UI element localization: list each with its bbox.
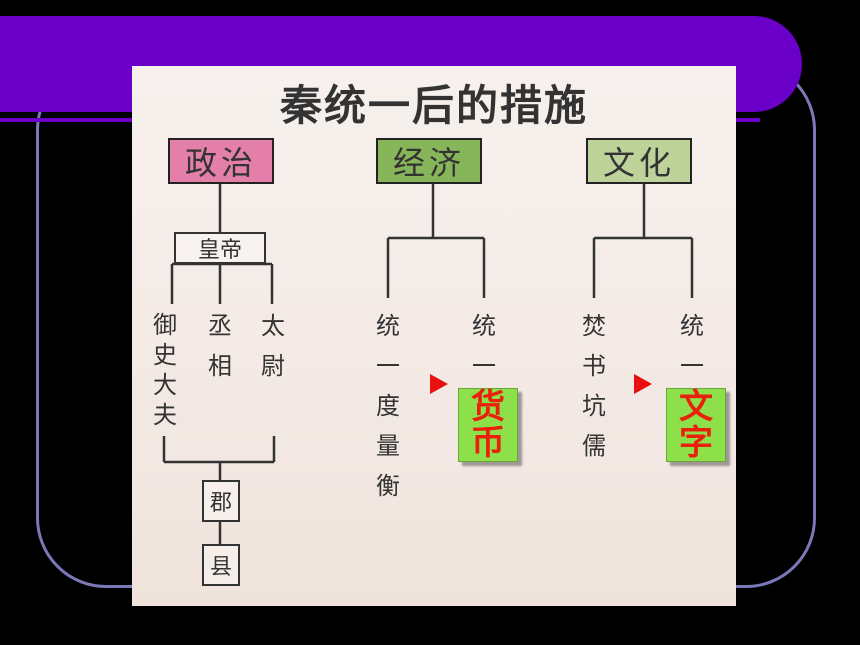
culture-measure-prefix: 统一 <box>680 312 704 380</box>
economy-measure-weights: 统一度量衡 <box>376 312 400 500</box>
culture-arrow-icon <box>634 374 652 394</box>
economy-measure-prefix: 统一 <box>472 312 496 380</box>
official-censor: 御史大夫 <box>153 311 177 429</box>
economy-arrow-icon <box>430 374 448 394</box>
diagram-title: 秦统一后的措施 <box>279 81 588 130</box>
connector-lines <box>162 184 694 544</box>
county-box: 县 <box>202 544 240 586</box>
script-highlight: 文字 <box>666 388 726 462</box>
culture-box: 文化 <box>586 138 692 184</box>
commandery-box: 郡 <box>202 480 240 522</box>
official-commandant: 太尉 <box>261 312 285 380</box>
culture-measure-burning: 焚书坑儒 <box>582 312 606 460</box>
currency-highlight: 货币 <box>458 388 518 462</box>
economy-box: 经济 <box>376 138 482 184</box>
official-chancellor: 丞相 <box>208 312 232 380</box>
emperor-box: 皇帝 <box>174 232 266 264</box>
politics-box: 政治 <box>168 138 274 184</box>
diagram-picture: 秦统一后的措施 政治 经济 文化 皇帝 御史大夫 丞相 太尉 郡 县 统一度量衡… <box>132 66 736 606</box>
